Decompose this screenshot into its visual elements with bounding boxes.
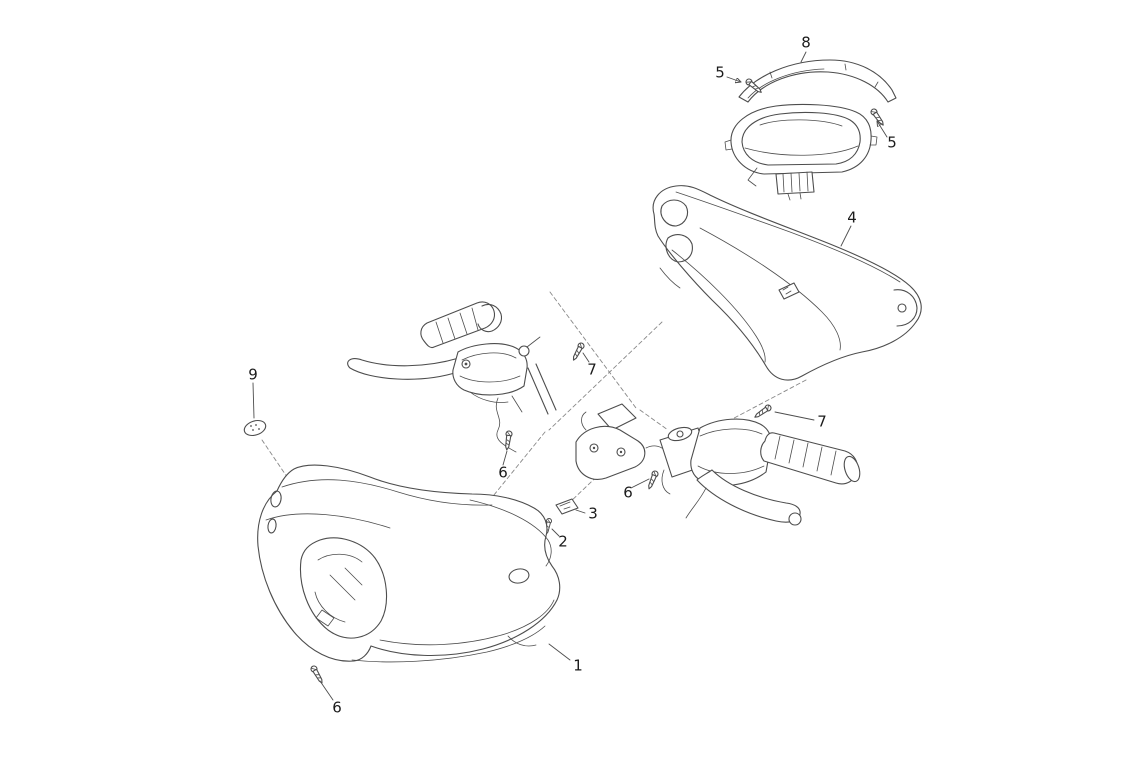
callout-part-5a: 5	[715, 63, 725, 82]
callout-part-6b: 6	[623, 483, 633, 502]
clip-part-3	[555, 498, 579, 515]
round-cap-part-9	[243, 419, 267, 437]
callout-part-7b: 7	[817, 412, 827, 431]
callout-leader-lines	[252, 51, 888, 701]
callout-part-3: 3	[588, 504, 598, 523]
callout-part-9: 9	[248, 365, 258, 384]
callout-part-8: 8	[801, 33, 811, 52]
callout-part-6c: 6	[332, 698, 342, 717]
callout-part-2: 2	[558, 532, 568, 551]
rear-handlebar-cover-part-4	[652, 185, 922, 381]
callout-part-5b: 5	[887, 133, 897, 152]
steering-stem-clamp	[575, 403, 667, 480]
callout-part-7a: 7	[587, 360, 597, 379]
instrument-visor-trim-part-8	[738, 59, 897, 103]
callout-part-4: 4	[847, 208, 857, 227]
left-handlebar-assembly	[347, 301, 557, 453]
right-handlebar-assembly	[659, 418, 861, 526]
front-handlebar-cover-part-1	[257, 464, 561, 663]
callout-part-1: 1	[573, 656, 583, 675]
callout-part-6a: 6	[498, 463, 508, 482]
instrument-cluster	[724, 103, 878, 201]
